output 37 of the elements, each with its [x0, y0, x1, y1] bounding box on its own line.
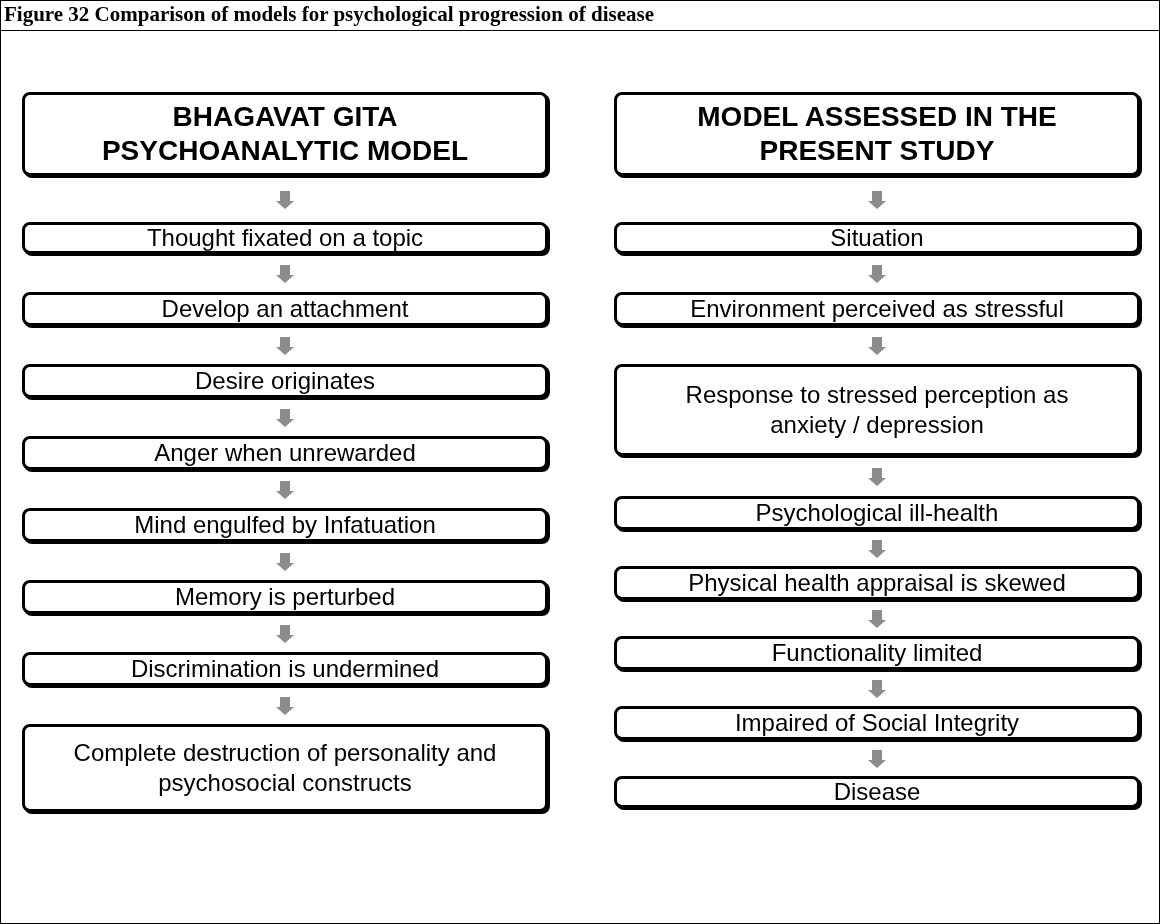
- heading-box: [614, 92, 1140, 176]
- process-box: [22, 580, 548, 614]
- process-box: [614, 292, 1140, 326]
- step-text: Response to stressed perception as anxiety / depression: [684, 380, 1070, 440]
- process-box: [22, 508, 548, 542]
- step-text: Mind engulfed by Infatuation: [134, 510, 436, 540]
- heading-text: BHAGAVAT GITA PSYCHOANALYTIC MODEL: [100, 100, 470, 168]
- step-text: Disease: [833, 777, 921, 807]
- process-box: [614, 776, 1140, 808]
- process-box: [22, 652, 548, 686]
- figure-title: Figure 32 Comparison of models for psychological progression of disease: [4, 2, 655, 27]
- step-text: Environment perceived as stressful: [690, 294, 1064, 324]
- step-text: Develop an attachment: [161, 294, 409, 324]
- process-box: [614, 496, 1140, 530]
- heading-text: MODEL ASSESSED IN THE PRESENT STUDY: [696, 100, 1058, 168]
- step-text: Physical health appraisal is skewed: [688, 568, 1066, 598]
- process-box: [614, 364, 1140, 456]
- process-box: [22, 436, 548, 470]
- step-text: Psychological ill-health: [755, 498, 999, 528]
- process-box: [22, 292, 548, 326]
- step-text: Discrimination is undermined: [130, 654, 440, 684]
- step-text: Impaired of Social Integrity: [734, 708, 1020, 738]
- heading-box: [22, 92, 548, 176]
- step-text: Thought fixated on a topic: [146, 223, 424, 253]
- process-box: [22, 724, 548, 812]
- process-box: [614, 636, 1140, 670]
- step-text: Desire originates: [194, 366, 376, 396]
- step-text: Memory is perturbed: [174, 582, 396, 612]
- step-text: Anger when unrewarded: [154, 438, 416, 468]
- process-box: [22, 364, 548, 398]
- process-box: [614, 222, 1140, 254]
- step-text: Functionality limited: [771, 638, 983, 668]
- step-text: Situation: [830, 223, 924, 253]
- process-box: [614, 706, 1140, 740]
- process-box: [614, 566, 1140, 600]
- process-box: [22, 222, 548, 254]
- step-text: Complete destruction of personality and psychosocial constructs: [72, 738, 498, 798]
